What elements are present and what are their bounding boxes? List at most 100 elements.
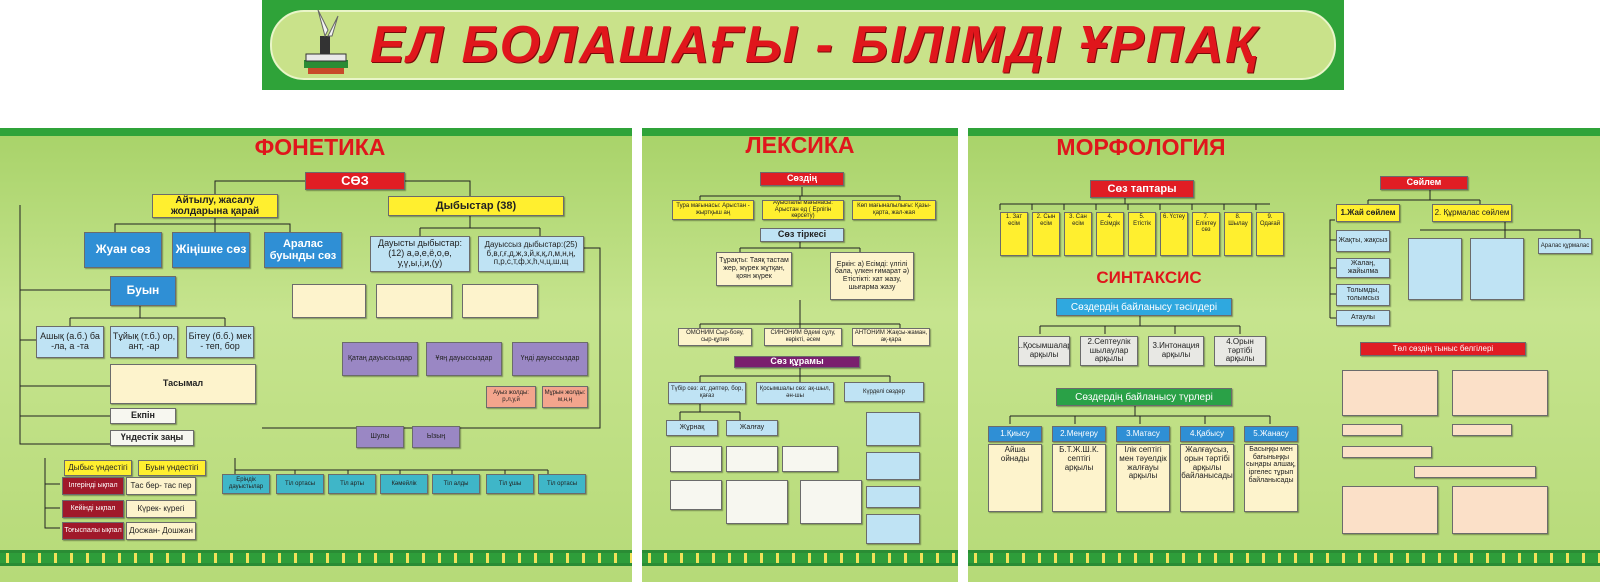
regressive-example: Күрек- күрегі bbox=[126, 500, 196, 518]
connect-type-box: 1.Қиысу bbox=[988, 426, 1042, 442]
open-syllable-box: Ашық (а.б.) ба -ла, а -та bbox=[36, 326, 104, 358]
simple-kind-box: Атаулы bbox=[1336, 310, 1390, 326]
literal-meaning-box: Тура мағынасы: Арыстан - жыртқыш аң bbox=[672, 200, 754, 220]
lexicon-detail-box bbox=[670, 446, 722, 472]
banner-plate bbox=[270, 10, 1336, 80]
mutual-box: Тоғыспалы ықпал bbox=[62, 522, 124, 540]
syllable-box: Буын bbox=[110, 276, 176, 306]
connect-method-box: 3.Интонация арқылы bbox=[1148, 336, 1204, 366]
ornament-strip bbox=[642, 550, 958, 566]
free-phrase-box: Еркін: а) Есімді: үлгілі бала, үлкен ғим… bbox=[830, 252, 914, 300]
compound-word-box: Күрделі сөздер bbox=[844, 382, 924, 402]
complex-kind-box bbox=[1408, 238, 1462, 300]
connect-type-box: 3.Матасу bbox=[1116, 426, 1170, 442]
figurative-meaning-box: Ауыспалы мағынасы: Арыстан ед ( Ерлігін … bbox=[762, 200, 844, 220]
simple-kind-box: Толымды, толымсыз bbox=[1336, 284, 1390, 306]
word-class-box: 3. Сан есім bbox=[1064, 212, 1092, 256]
mixed-complex-box: Аралас құрмалас bbox=[1538, 238, 1592, 254]
connect-method-box: 1.Қосымшалар арқылы bbox=[1018, 336, 1070, 366]
vowel-harmony-box: Дыбыс үндестігі bbox=[64, 460, 132, 476]
compound-kind-box bbox=[866, 452, 920, 480]
connect-type-example: Айша ойнады bbox=[988, 444, 1042, 512]
ornament-strip bbox=[968, 550, 1600, 566]
lexicon-detail-box bbox=[670, 480, 722, 510]
hiss-box: Ызың bbox=[412, 426, 460, 448]
connect-type-box: 4.Қабысу bbox=[1180, 426, 1234, 442]
word-classes-box: Сөз таптары bbox=[1090, 180, 1194, 198]
articulation-box: Кәмейлік bbox=[380, 474, 428, 494]
book-quill-icon bbox=[298, 8, 354, 82]
articulation-box: Тіл ортасы bbox=[538, 474, 586, 494]
sentence-box: Сөйлем bbox=[1380, 176, 1468, 190]
ending-box: Жалғау bbox=[726, 420, 778, 436]
punctuation-scheme bbox=[1342, 486, 1438, 534]
banner-title: ЕЛ БОЛАШАҒЫ - БІЛІМДІ ҰРПАҚ bbox=[370, 16, 1259, 74]
punctuation-scheme bbox=[1452, 486, 1548, 534]
word-class-box: 5. Етістік bbox=[1128, 212, 1156, 256]
consonants-box: Дауыссыз дыбыстар:(25) б,в,г,ғ,д,ж,з,й,к… bbox=[478, 236, 584, 272]
simple-kind-box: Жалаң, жайылма bbox=[1336, 258, 1390, 278]
voiced-box: Ұяң дауыссыздар bbox=[426, 342, 502, 376]
compound-kind-box bbox=[866, 486, 920, 508]
antonym-box: АНТОНИМ Жақсы-жаман, ақ-қара bbox=[852, 328, 930, 346]
bitew-syllable-box: Бітеу (б.б.) мек - теп, бор bbox=[186, 326, 254, 358]
sonorant-box: Үнді дауыссыздар bbox=[512, 342, 588, 376]
connect-type-example: Ілік септігі мен тәуелдік жалғауы арқылы bbox=[1116, 444, 1170, 512]
homonym-box: ОМОНИМ Сыр-бояу, сыр-құпия bbox=[678, 328, 752, 346]
punctuation-scheme bbox=[1452, 370, 1548, 416]
pronunciation-box: Айтылу, жасалу жолдарына қарай bbox=[152, 194, 278, 218]
vowels-box: Дауысты дыбыстар:(12) а,ә,е,ё,о,ө, у,ү,ы… bbox=[370, 236, 470, 272]
composition-box: Сөз құрамы bbox=[734, 356, 860, 368]
nasal-box: Мұрын жолды: м,н,ң bbox=[542, 386, 588, 408]
direct-speech-box: Төл сөздің тыныс белгілері bbox=[1360, 342, 1526, 356]
harmony-law-box: Үндестік заңы bbox=[110, 430, 194, 446]
derived-word-box: Қосымшалы сөз: ақ-шыл, ән-шы bbox=[756, 382, 834, 404]
vowel-subgroup-box bbox=[462, 284, 538, 318]
word-class-box: 1. Зат есім bbox=[1000, 212, 1028, 256]
syntax-title: СИНТАКСИС bbox=[1096, 268, 1202, 287]
word-class-box: 2. Сын есім bbox=[1032, 212, 1060, 256]
mixed-word-box: Аралас буынды сөз bbox=[264, 232, 342, 268]
lexicon-detail-box bbox=[726, 446, 778, 472]
word-class-box: 6. Үстеу bbox=[1160, 212, 1188, 256]
noise-box: Шулы bbox=[356, 426, 404, 448]
word-class-box: 8. Шылау bbox=[1224, 212, 1252, 256]
closed-syllable-box: Тұйық (т.б.) ор, ант, -ар bbox=[110, 326, 178, 358]
simple-kind-box: Жақты, жақсыз bbox=[1336, 230, 1390, 252]
connect-types-box: Сөздердің байланысу түрлері bbox=[1056, 388, 1232, 406]
suffix-box: Жұрнақ bbox=[666, 420, 718, 436]
phonetics-root-word: СӨЗ bbox=[305, 172, 405, 190]
connect-method-box: 2.Септеулік шылаулар арқылы bbox=[1080, 336, 1138, 366]
vowel-subgroup-box bbox=[376, 284, 452, 318]
compound-kind-box bbox=[866, 514, 920, 544]
words-box: Сөздің bbox=[760, 172, 844, 186]
compound-kind-box bbox=[866, 412, 920, 446]
transfer-box: Тасымал bbox=[110, 364, 256, 404]
articulation-box: Тіл ұшы bbox=[486, 474, 534, 494]
punctuation-scheme bbox=[1342, 370, 1438, 416]
vowel-subgroup-box bbox=[292, 284, 366, 318]
lexicon-title: ЛЕКСИКА bbox=[745, 132, 855, 158]
connect-methods-box: Сөздердің байланысу тәсілдері bbox=[1056, 298, 1232, 316]
connect-type-box: 2.Меңгеру bbox=[1052, 426, 1106, 442]
connect-type-example: Б.Т.Ж.Ш.К. септігі арқылы bbox=[1052, 444, 1106, 512]
lexicon-detail-box bbox=[726, 480, 788, 524]
articulation-box: Еріндік дауыстылар bbox=[222, 474, 270, 494]
stress-box: Екпін bbox=[110, 408, 176, 424]
punctuation-scheme bbox=[1452, 424, 1512, 436]
connect-type-box: 5.Жанасу bbox=[1244, 426, 1298, 442]
punctuation-scheme bbox=[1342, 446, 1432, 458]
root-word-box: Түбір сөз: ат, дәптер, бор, қағаз bbox=[668, 382, 746, 404]
polysemy-box: Көп мағыналылығы: Қазы-қарта, жал-жая bbox=[852, 200, 936, 220]
articulation-box: Тіл арты bbox=[328, 474, 376, 494]
connect-type-example: Басыңқы мен бағыныңқы сыңары алшақ, ірге… bbox=[1244, 444, 1298, 512]
articulation-box: Тіл ортасы bbox=[276, 474, 324, 494]
punctuation-scheme bbox=[1414, 466, 1536, 478]
progressive-box: Ілгерінді ықпал bbox=[62, 477, 124, 495]
stable-phrase-box: Тұрақты: Таяқ тастам жер, жүрек жұтқан, … bbox=[716, 252, 792, 286]
soft-word-box: Жіңішке сөз bbox=[172, 232, 250, 268]
articulation-box: Тіл алды bbox=[432, 474, 480, 494]
voiceless-box: Қатаң дауыссыздар bbox=[342, 342, 418, 376]
punctuation-scheme bbox=[1342, 424, 1402, 436]
sounds-box: Дыбыстар (38) bbox=[388, 196, 564, 216]
